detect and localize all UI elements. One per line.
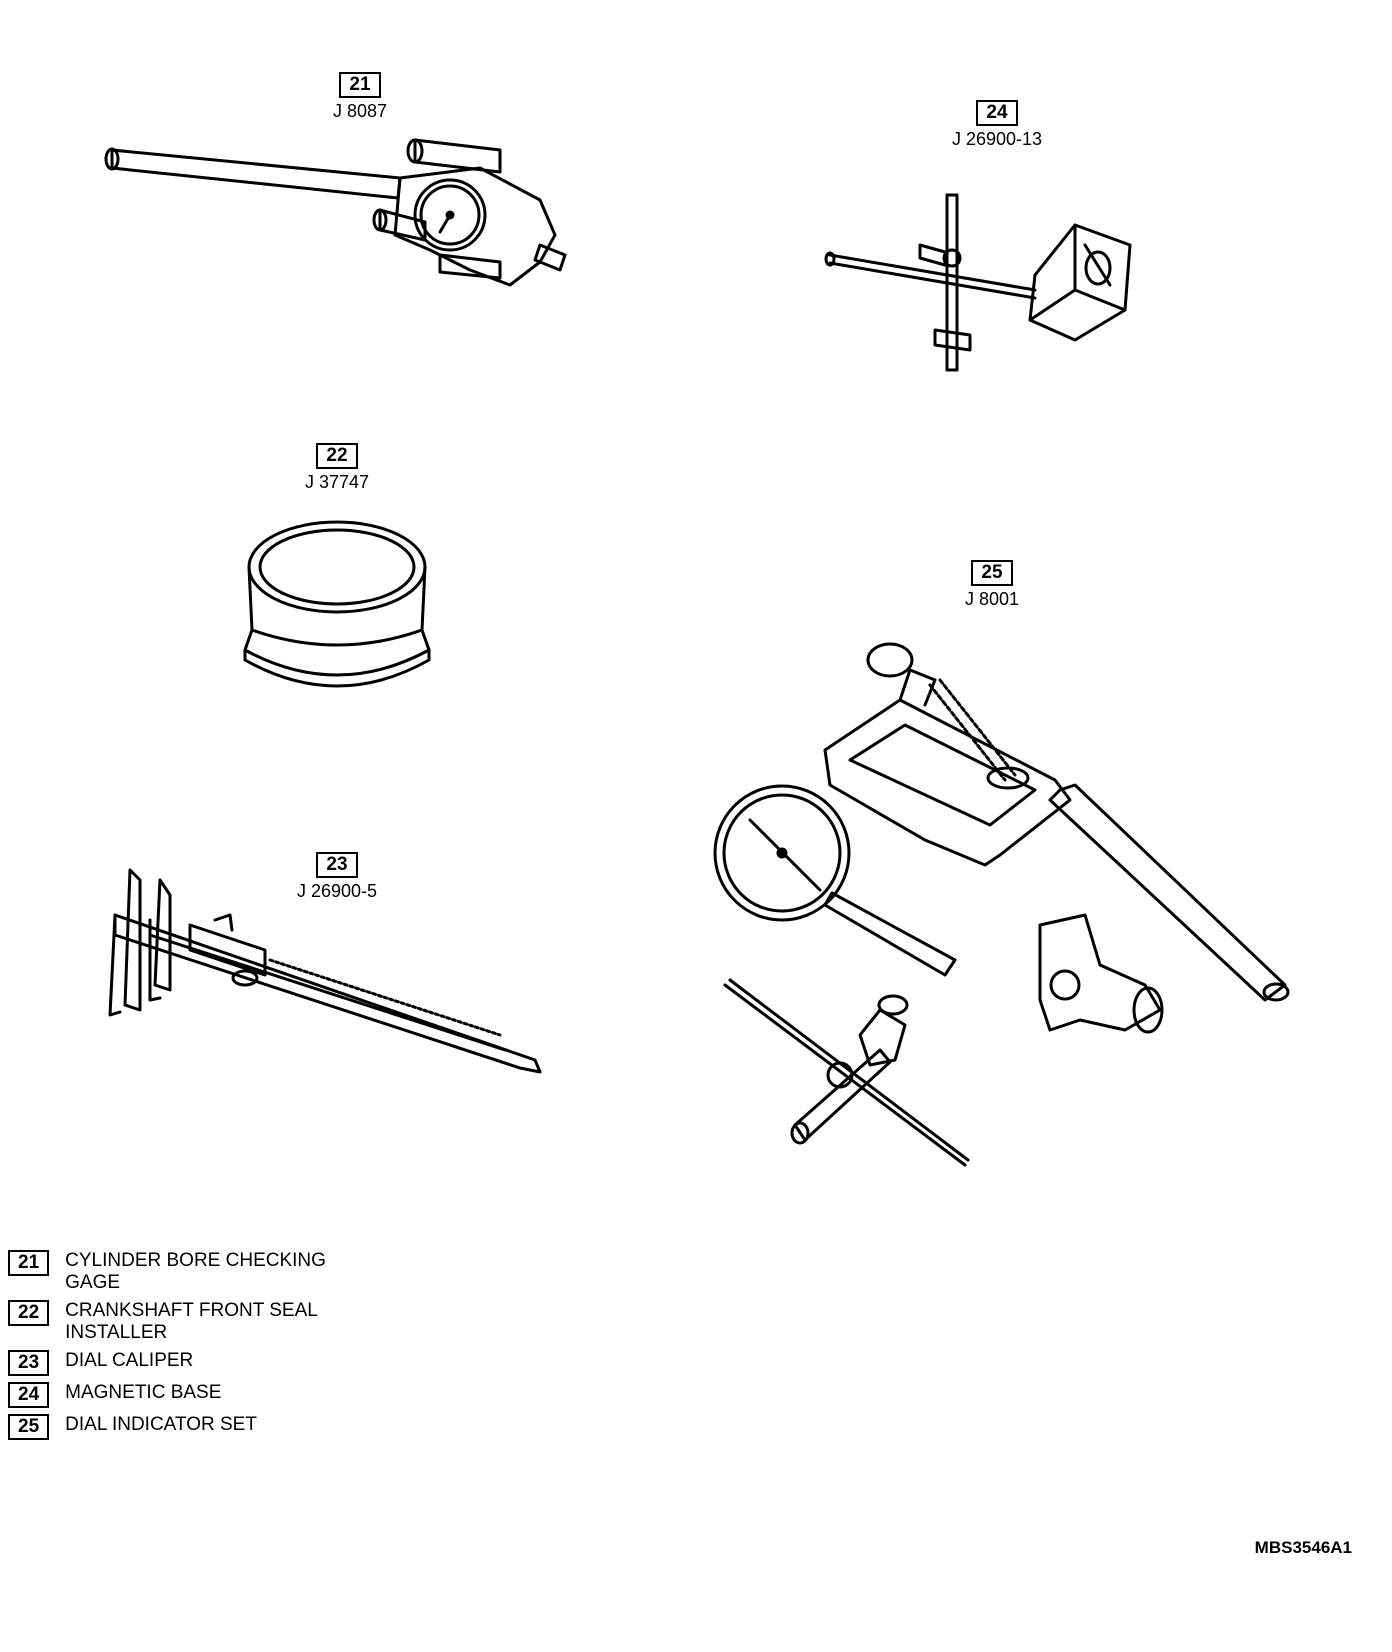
legend-number: 25	[8, 1414, 50, 1440]
legend-label: DIAL INDICATOR SET	[65, 1414, 257, 1435]
figure-code: MBS3546A1	[1254, 1538, 1352, 1557]
callout-23: 23 J 26900-5	[257, 852, 417, 902]
callout-number: 25	[971, 560, 1013, 586]
legend-label: CYLINDER BORE CHECKING GAGE	[65, 1250, 326, 1293]
callout-25: 25 J 8001	[912, 560, 1072, 610]
legend-item: 21 CYLINDER BORE CHECKING GAGE	[8, 1250, 385, 1294]
legend-number: 24	[8, 1382, 50, 1408]
legend-number: 23	[8, 1350, 50, 1376]
part-number: J 8087	[332, 101, 388, 121]
cylinder-bore-gage-drawing	[104, 138, 567, 287]
callout-number: 24	[976, 100, 1018, 126]
part-number: J 26900-5	[296, 881, 378, 901]
callout-21: 21 J 8087	[280, 72, 440, 122]
legend-number: 22	[8, 1300, 50, 1326]
part-number: J 37747	[304, 472, 370, 492]
part-number: J 8001	[964, 589, 1020, 609]
callout-number: 23	[316, 852, 358, 878]
legend-label: MAGNETIC BASE	[65, 1382, 222, 1403]
callout-22: 22 J 37747	[257, 443, 417, 493]
legend-item: 24 MAGNETIC BASE	[8, 1382, 385, 1408]
legend-item: 23 DIAL CALIPER	[8, 1350, 385, 1376]
dial-caliper-drawing	[108, 868, 542, 1074]
legend-item: 25 DIAL INDICATOR SET	[8, 1414, 385, 1440]
callout-number: 22	[316, 443, 358, 469]
callout-24: 24 J 26900-13	[917, 100, 1077, 150]
legend: 21 CYLINDER BORE CHECKING GAGE 22 CRANKS…	[8, 1250, 385, 1446]
magnetic-base-drawing	[824, 193, 1132, 372]
callout-number: 21	[339, 72, 381, 98]
legend-label: DIAL CALIPER	[65, 1350, 194, 1371]
legend-number: 21	[8, 1250, 50, 1276]
dial-indicator-set-drawing	[713, 642, 1290, 1167]
seal-installer-drawing	[243, 520, 431, 688]
legend-item: 22 CRANKSHAFT FRONT SEAL INSTALLER	[8, 1300, 385, 1344]
part-number: J 26900-13	[951, 129, 1043, 149]
legend-label: CRANKSHAFT FRONT SEAL INSTALLER	[65, 1300, 318, 1343]
